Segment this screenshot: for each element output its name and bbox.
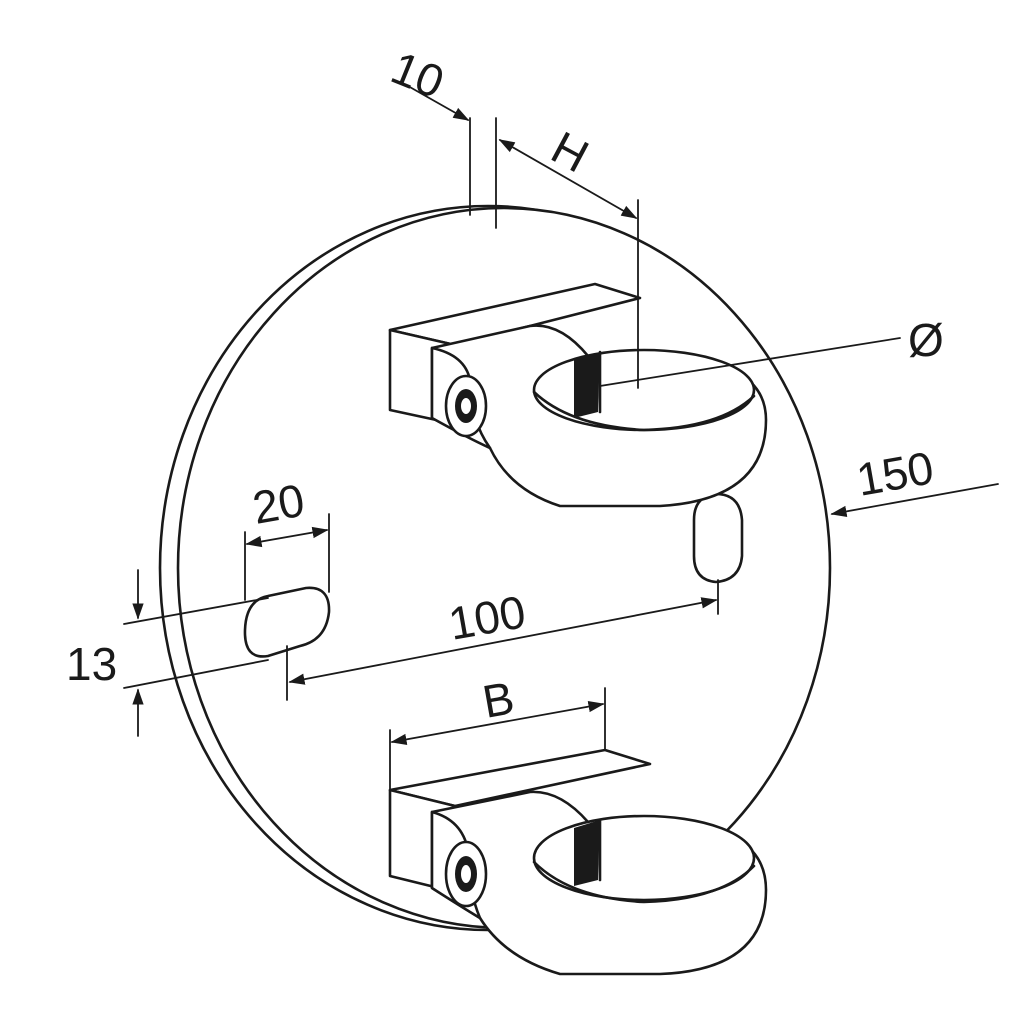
dimension-label-slot-width: 13 [66, 638, 117, 690]
dimension-label-plate-diameter: 150 [853, 441, 938, 506]
dimension-plate-diameter: 150 [830, 441, 999, 517]
dimension-thickness: 10 [384, 41, 497, 229]
dimension-label-thickness: 10 [384, 41, 451, 108]
lower-bracket [388, 748, 768, 976]
dimension-hole-spacing: 100 [286, 579, 719, 701]
dimension-slot-length: 20 [244, 474, 330, 601]
dimension-label-height-offset: H [543, 121, 597, 183]
mounting-slot-right [692, 492, 744, 584]
dimension-label-diameter: Ø [908, 314, 944, 366]
dimension-label-slot-length: 20 [249, 474, 308, 534]
dimension-slot-width: 13 [66, 569, 269, 737]
dimension-diameter: Ø [599, 314, 944, 387]
